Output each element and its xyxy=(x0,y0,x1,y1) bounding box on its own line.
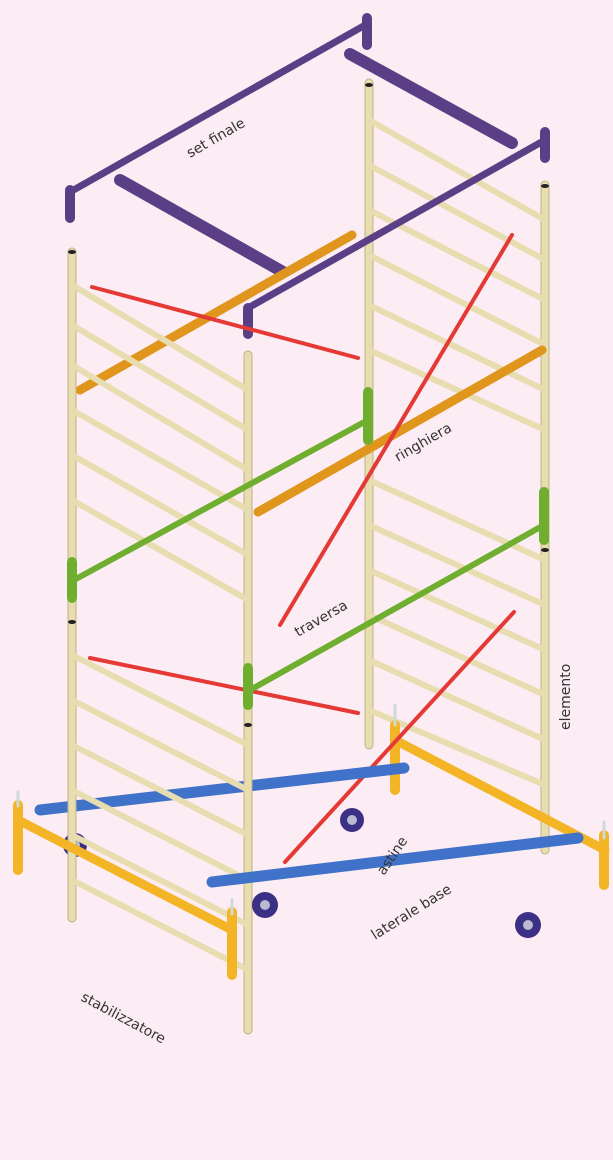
front-pipe-ends xyxy=(68,250,252,727)
back-pipe-ends xyxy=(365,83,549,552)
back-frame-elemento xyxy=(364,78,550,855)
front-stabilizer xyxy=(13,790,237,980)
label-stabilizzatore: stabilizzatore xyxy=(78,989,168,1047)
traversa-connector xyxy=(67,387,549,710)
brace-astine xyxy=(88,233,516,864)
guardrail-ringhiera xyxy=(75,230,547,517)
label-elemento: elemento xyxy=(558,664,574,730)
front-base-beam xyxy=(206,832,584,938)
front-frame-elemento xyxy=(67,247,253,1035)
top-set-finale xyxy=(65,13,550,339)
label-traversa: traversa xyxy=(292,597,351,640)
back-stabilizer xyxy=(390,703,610,890)
label-laterale-base: laterale base xyxy=(369,881,455,943)
